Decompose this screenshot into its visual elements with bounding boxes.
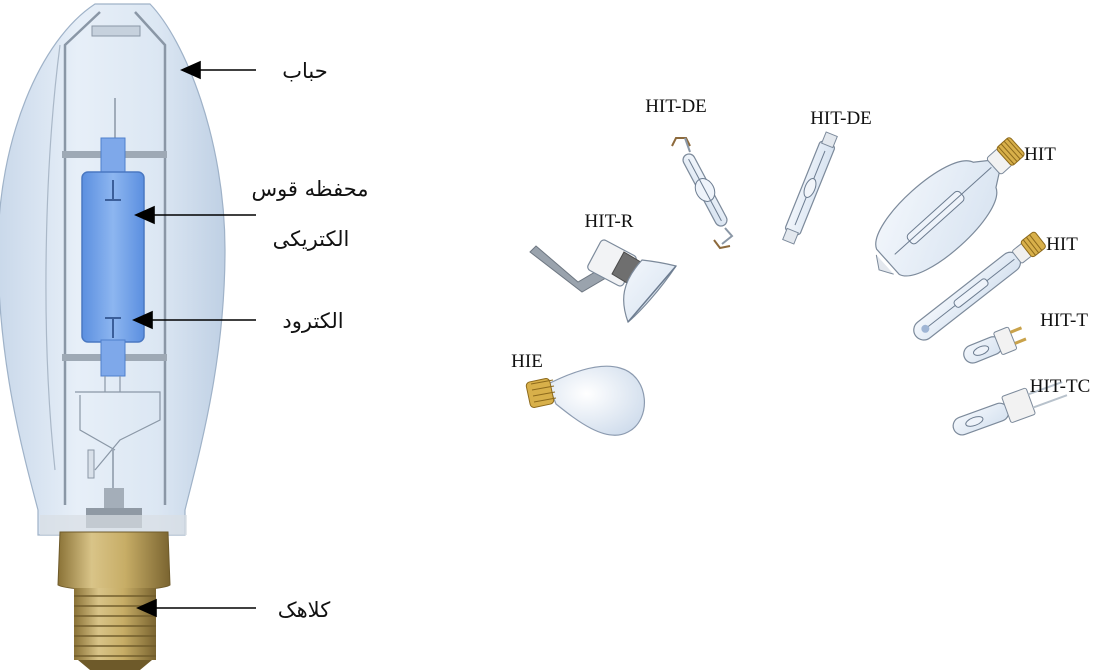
- lamp-cap-collar: [57, 531, 171, 591]
- capsule-lamp-icon: [952, 381, 1068, 436]
- label-arc-tube-line2: الکتریکی: [273, 227, 350, 251]
- elliptical-lamp-icon: [525, 365, 646, 436]
- lamp-label-hit-1: HIT: [1024, 144, 1056, 165]
- lamp-label-hit-t: HIT-T: [1040, 310, 1088, 331]
- label-bulb: حباب: [282, 59, 328, 83]
- compact-lamp-icon: [963, 326, 1027, 364]
- lamp-label-hie: HIE: [511, 351, 543, 372]
- lamp-label-hit-de-2: HIT-DE: [810, 108, 872, 129]
- ovoid-lamp-icon: [875, 137, 1025, 277]
- tubular-lamp-icon: [913, 231, 1046, 341]
- label-electrode: الکترود: [282, 309, 343, 333]
- lamp-label-hit-2: HIT: [1046, 234, 1078, 255]
- lamp-label-hit-de-1: HIT-DE: [645, 96, 707, 117]
- metal-halide-bulb-cutaway: [0, 3, 226, 670]
- lamp-label-hit-tc: HIT-TC: [1030, 376, 1091, 397]
- double-ended-lamp-icon: [671, 137, 734, 250]
- callout-arrows: [132, 60, 256, 618]
- reflector-lamp-icon: [529, 239, 677, 324]
- label-cap: کلاهک: [278, 598, 330, 622]
- support-frame: [63, 11, 167, 505]
- linear-double-ended-lamp-icon: [782, 131, 838, 245]
- lamp-cap-screw: [74, 588, 156, 670]
- label-arc-tube-line1: محفظه قوس: [251, 177, 368, 201]
- lamp-label-hit-r: HIT-R: [585, 211, 634, 232]
